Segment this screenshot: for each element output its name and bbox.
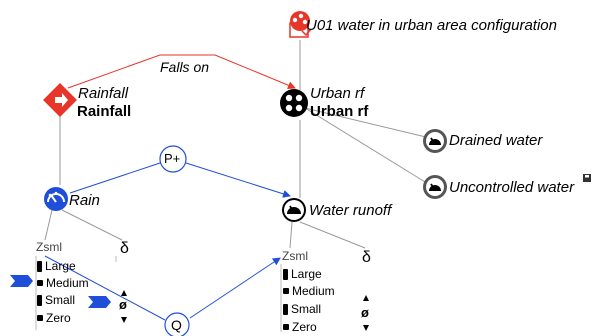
q-label: Q bbox=[171, 317, 182, 333]
rain-value-marker bbox=[10, 275, 33, 287]
scenario-icon[interactable] bbox=[289, 11, 312, 38]
rain-derivative-marker bbox=[88, 296, 111, 308]
runoff-derivative-title: δ bbox=[362, 249, 371, 266]
rain-qs-value-small[interactable]: Small bbox=[37, 293, 75, 307]
rainfall-entity-icon[interactable] bbox=[43, 83, 77, 117]
config-label-falls-on: Falls on bbox=[160, 59, 210, 75]
value-markers bbox=[10, 275, 111, 308]
line-urban-rf-to-drained-water bbox=[304, 107, 431, 139]
structure-lines bbox=[44, 40, 431, 249]
rain-qs-value-zero[interactable]: Zero bbox=[37, 311, 71, 325]
water-runoff-label: Water runoff bbox=[309, 202, 392, 219]
drained-water-label: Drained water bbox=[449, 132, 543, 149]
rainfall-label-italic: Rainfall bbox=[78, 85, 129, 102]
config-line-rainfall bbox=[67, 54, 215, 89]
causal-lines bbox=[44, 162, 291, 321]
runoff-qs-value-medium[interactable]: Medium bbox=[283, 284, 335, 298]
uncontrolled-water-label: Uncontrolled water bbox=[449, 179, 575, 196]
rain-derivative-value[interactable]: ø bbox=[119, 297, 127, 312]
scenario-title: U01 water in urban area configuration bbox=[306, 17, 557, 34]
qs-frames bbox=[35, 256, 282, 332]
rain-qs-title: Zsml bbox=[36, 240, 62, 254]
rain-qs-value-medium[interactable]: Medium bbox=[37, 276, 89, 290]
config-relation bbox=[67, 54, 296, 90]
influence-node[interactable] bbox=[164, 312, 190, 336]
q-to-water-runoff-value bbox=[189, 257, 281, 319]
rain-derivative-title: δ bbox=[120, 240, 129, 257]
proportionality-node[interactable] bbox=[159, 145, 187, 173]
q-from-rain-value bbox=[44, 255, 166, 321]
runoff-qs-title: Zsml bbox=[282, 249, 308, 263]
line-runoff-to-derivative bbox=[299, 221, 366, 249]
drained-water-quantity-icon[interactable] bbox=[423, 129, 447, 153]
runoff-qs-value-small[interactable]: Small bbox=[283, 302, 321, 316]
uncontrolled-water-quantity-icon[interactable] bbox=[423, 175, 447, 199]
rain-deriv-down bbox=[121, 317, 127, 323]
line-rain-to-derivative bbox=[61, 209, 123, 241]
runoff-qs-value-large[interactable]: Large bbox=[283, 267, 322, 281]
rain-deriv-up bbox=[121, 290, 127, 296]
line-rain-to-qs bbox=[44, 209, 53, 241]
runoff-derivative-value[interactable]: ø bbox=[361, 305, 369, 320]
rain-qs-value-large[interactable]: Large bbox=[37, 259, 76, 273]
config-arrow-falls-on bbox=[214, 54, 296, 90]
p-plus-to-water-runoff bbox=[185, 162, 291, 198]
p-plus-label: P+ bbox=[164, 151, 181, 166]
save-icon[interactable] bbox=[583, 174, 591, 182]
derivative-arrows bbox=[121, 290, 369, 331]
water-runoff-quantity-icon[interactable] bbox=[282, 198, 306, 222]
runoff-deriv-down bbox=[363, 325, 369, 331]
rain-label: Rain bbox=[69, 192, 100, 209]
p-plus-from-rain bbox=[69, 162, 161, 194]
runoff-deriv-up bbox=[363, 295, 369, 301]
runoff-qs-value-zero[interactable]: Zero bbox=[283, 320, 317, 334]
urban-rf-entity-icon[interactable] bbox=[280, 89, 308, 117]
rainfall-label-bold: Rainfall bbox=[77, 103, 132, 120]
line-urban-rf-to-uncontrolled-water bbox=[304, 107, 431, 186]
urban-rf-label-italic: Urban rf bbox=[310, 85, 365, 102]
line-runoff-to-qs bbox=[289, 221, 293, 249]
rain-quantity-icon[interactable] bbox=[44, 187, 68, 211]
urban-rf-label-bold: Urban rf bbox=[310, 103, 369, 120]
